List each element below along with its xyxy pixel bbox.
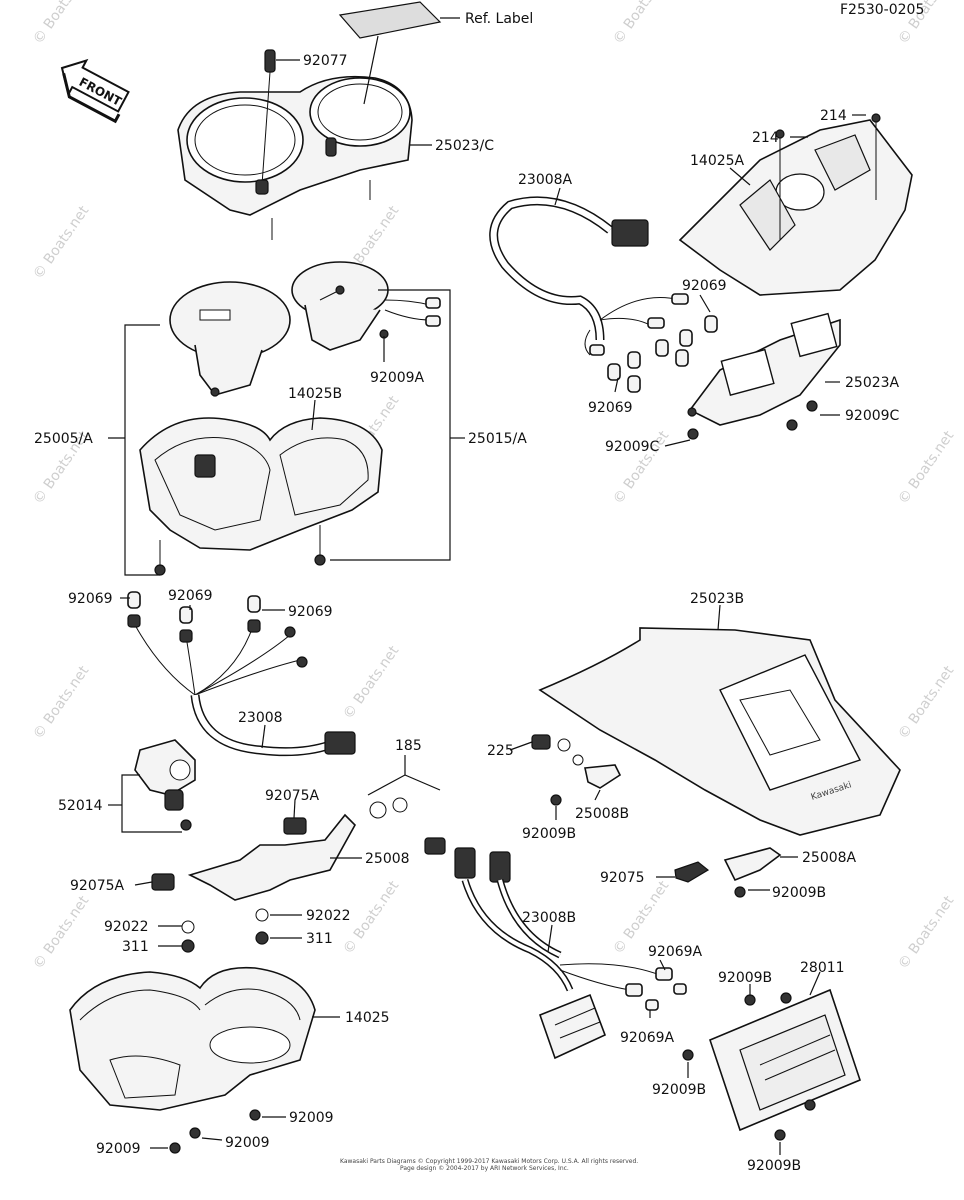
label-92009-b: 92009 <box>96 1141 141 1157</box>
front-arrow-icon: FRONT <box>60 58 130 124</box>
label-92022-b: 92022 <box>306 908 351 924</box>
speedometer-25005 <box>169 281 291 397</box>
label-25005a: 25005/A <box>34 431 93 447</box>
bracket-25023a <box>687 312 841 440</box>
lower-cover-14025 <box>69 966 316 1154</box>
label-92069-b: 92069 <box>588 400 633 416</box>
label-214-a: 214 <box>752 130 779 146</box>
label-92009b-3: 92009B <box>718 970 772 986</box>
label-25023b: 25023B <box>690 591 744 607</box>
watermark: © Boats.net <box>30 203 92 283</box>
label-92075: 92075 <box>600 870 645 886</box>
label-92075a-1: 92075A <box>265 788 320 804</box>
label-92069a-2: 92069A <box>620 1030 675 1046</box>
label-311-a: 311 <box>122 939 149 955</box>
bracket-25008 <box>151 797 446 953</box>
label-225: 225 <box>487 743 514 759</box>
label-92009b-5: 92009B <box>747 1158 801 1174</box>
watermark: © Boats.net <box>30 0 92 47</box>
watermark: © Boats.net <box>610 0 672 47</box>
display-unit-28011 <box>682 988 861 1141</box>
label-92009b-4: 92009B <box>652 1082 706 1098</box>
bracket-25008a <box>674 847 782 898</box>
watermark: © Boats.net <box>895 428 957 508</box>
label-25015a: 25015/A <box>468 431 527 447</box>
label-92009-a: 92009 <box>289 1110 334 1126</box>
label-28011: 28011 <box>800 960 845 976</box>
label-92069a-1: 92069A <box>648 944 703 960</box>
copyright-line: Kawasaki Parts Diagrams © Copyright 1999… <box>340 1158 638 1165</box>
label-14025a: 14025A <box>690 153 745 169</box>
ref-label-sticker <box>338 1 442 39</box>
label-92075a-2: 92075A <box>70 878 125 894</box>
label-92069-d: 92069 <box>168 588 213 604</box>
label-25023c: 25023/C <box>435 138 494 154</box>
switch-52014 <box>134 739 196 831</box>
meter-case-14025b <box>139 417 383 576</box>
label-92009c-2: 92009C <box>605 439 660 455</box>
meter-assembly <box>177 1 442 240</box>
label-185: 185 <box>395 738 422 754</box>
label-92022-a: 92022 <box>104 919 149 935</box>
label-92069-e: 92069 <box>288 604 333 620</box>
label-23008a: 23008A <box>518 172 573 188</box>
label-214-b: 214 <box>820 108 847 124</box>
label-ref-label: Ref. Label <box>465 11 533 27</box>
label-92009a: 92009A <box>370 370 425 386</box>
label-311-b: 311 <box>306 931 333 947</box>
cover-25023b: Kawasaki <box>538 627 901 836</box>
harness-23008 <box>127 591 356 757</box>
label-92069-a: 92069 <box>682 278 727 294</box>
label-92009c-1: 92009C <box>845 408 900 424</box>
label-92077: 92077 <box>303 53 348 69</box>
watermark: © Boats.net <box>895 893 957 973</box>
copyright-line-2: Page design © 2004-2017 by ARI Network S… <box>400 1165 569 1172</box>
watermark: © Boats.net <box>895 663 957 743</box>
label-25008a: 25008A <box>802 850 857 866</box>
label-14025b: 14025B <box>288 386 342 402</box>
label-25008: 25008 <box>365 851 410 867</box>
harness-23008a <box>489 196 718 393</box>
watermark: © Boats.net <box>30 663 92 743</box>
tachometer-25015 <box>291 261 441 351</box>
bracket-25008b <box>531 734 622 806</box>
label-25023a: 25023A <box>845 375 900 391</box>
label-92009b-1: 92009B <box>522 826 576 842</box>
label-92009b-2: 92009B <box>772 885 826 901</box>
label-92069-c: 92069 <box>68 591 113 607</box>
watermark: © Boats.net <box>340 643 402 723</box>
harness-23008b <box>454 847 687 1060</box>
cover-14025a <box>678 113 913 296</box>
diagram-id: F2530-0205 <box>840 2 924 18</box>
watermark: © Boats.net <box>30 893 92 973</box>
label-23008b: 23008B <box>522 910 576 926</box>
label-25008b: 25008B <box>575 806 629 822</box>
label-92009-c: 92009 <box>225 1135 270 1151</box>
label-14025: 14025 <box>345 1010 390 1026</box>
label-52014: 52014 <box>58 798 103 814</box>
label-23008: 23008 <box>238 710 283 726</box>
